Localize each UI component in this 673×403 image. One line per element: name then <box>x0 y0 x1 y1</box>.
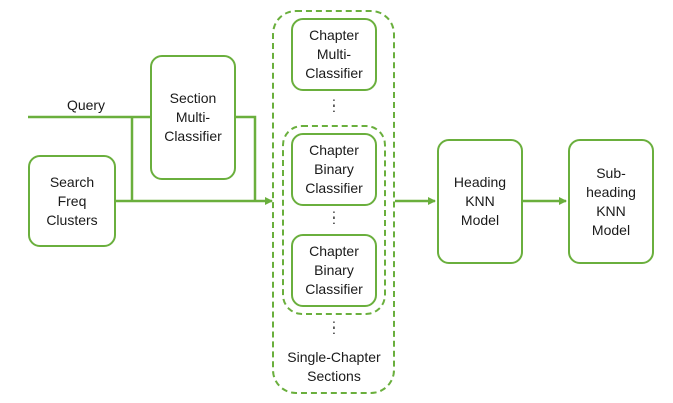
single-chapter-sections-label: Single-Chapter Sections <box>287 349 381 384</box>
section-out-edge <box>236 115 257 201</box>
query-label: Query <box>66 97 106 113</box>
search-freq-clusters-node: Search Freq Clusters <box>28 155 116 247</box>
chapter-binary-classifier-node-2: Chapter Binary Classifier <box>291 234 377 307</box>
chapter-binary-classifier-node-1: Chapter Binary Classifier <box>291 133 377 206</box>
subheading-knn-model-node: Sub- heading KNN Model <box>568 139 654 264</box>
chapter-multi-classifier-node: Chapter Multi- Classifier <box>291 18 377 91</box>
binary-classifier-group <box>282 125 386 315</box>
ellipsis-bottom: : : <box>332 316 336 337</box>
ellipsis-middle: : : <box>332 206 336 227</box>
section-multi-classifier-node: Section Multi- Classifier <box>150 55 236 180</box>
ellipsis-top: : : <box>332 94 336 115</box>
heading-knn-model-node: Heading KNN Model <box>437 139 523 264</box>
chapter-classifier-group <box>272 10 395 394</box>
